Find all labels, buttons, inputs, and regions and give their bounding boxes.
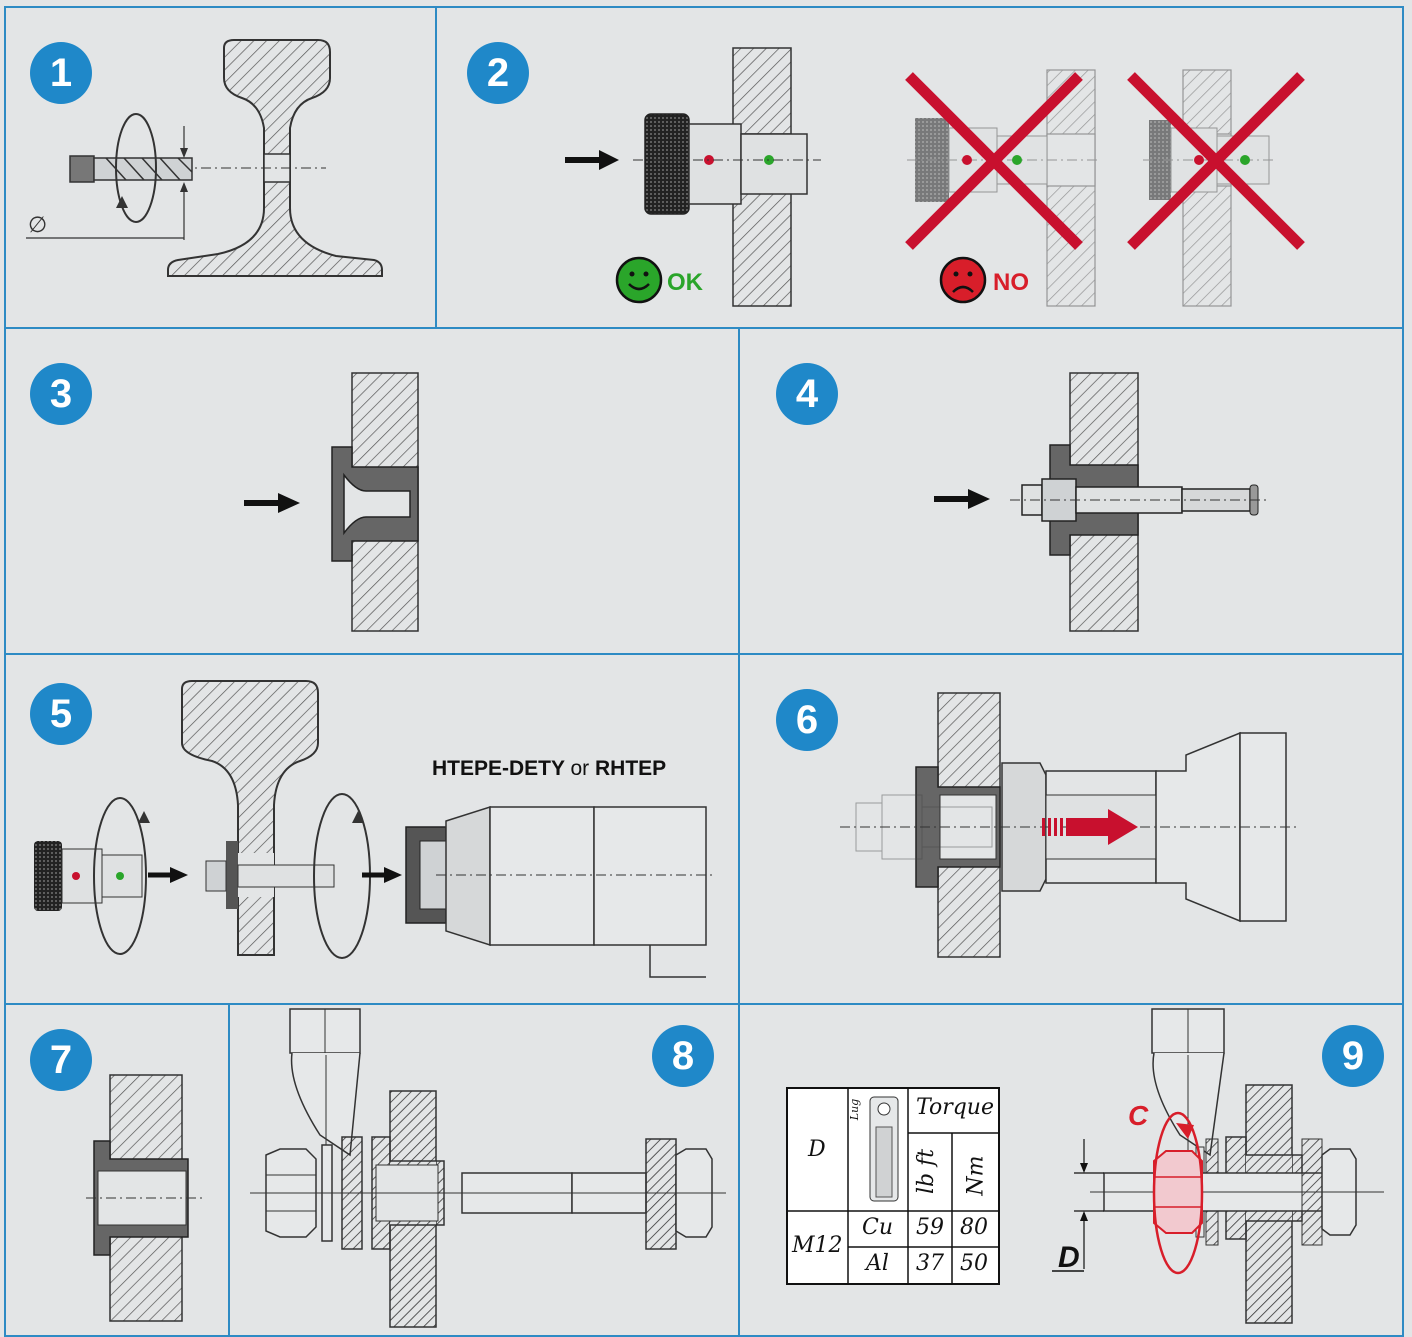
- step-badge-7: 7: [30, 1029, 92, 1091]
- rotation-arrow-icon: [93, 797, 147, 955]
- panel-step-7: 7: [4, 1003, 230, 1337]
- lug-icon: [869, 1096, 899, 1202]
- table-row-cu-nm: 80: [960, 1215, 988, 1240]
- diameter-symbol: ∅: [28, 213, 47, 238]
- tool-name-a: HTEPE-DETY: [432, 757, 565, 780]
- table-row-al-lbft: 37: [916, 1251, 944, 1276]
- arrow-right-icon: [362, 867, 402, 883]
- no-label: NO: [993, 269, 1029, 296]
- step-badge-9: 9: [1322, 1025, 1384, 1087]
- red-cross-icon: [905, 72, 1083, 250]
- red-pull-arrow: [1042, 809, 1138, 845]
- red-cross-icon: [1127, 72, 1305, 250]
- sleeve-insert-drawing: [244, 372, 419, 632]
- step-badge-4: 4: [776, 363, 838, 425]
- table-row-cu-material: Cu: [862, 1215, 894, 1240]
- tool-name-label: HTEPE-DETY or RHTEP: [432, 757, 666, 781]
- step-badge-1: 1: [30, 42, 92, 104]
- step-badge-6: 6: [776, 689, 838, 751]
- step-badge-5: 5: [30, 683, 92, 745]
- tool-or: or: [570, 757, 590, 780]
- panel-step-1: 1 ∅: [4, 6, 437, 329]
- torque-tighten-drawing: C D: [1052, 1008, 1384, 1324]
- torque-arrow-label: C: [1128, 1100, 1149, 1131]
- arrow-right-icon: [148, 867, 188, 883]
- rotation-arrow-icon: [1152, 1111, 1204, 1275]
- panel-step-4: 4: [738, 327, 1404, 655]
- table-header-d: D: [808, 1137, 826, 1162]
- frown-no-icon: [939, 256, 987, 304]
- panel-step-9: 9 D Lug Torque lb ft N: [738, 1003, 1404, 1337]
- table-row-al-nm: 50: [960, 1251, 988, 1276]
- mandrel-insert-drawing: [934, 372, 1270, 632]
- panel-step-8: 8: [228, 1003, 740, 1337]
- table-header-torque: Torque: [916, 1095, 994, 1120]
- gauge-check-drawing: OK: [565, 47, 1305, 307]
- torque-table: D Lug Torque lb ft Nm M12 Cu 59 80 Al 37…: [786, 1087, 1000, 1285]
- arrow-right-icon: [244, 493, 300, 513]
- bolt-assembly-drawing: [250, 1008, 726, 1328]
- dimension-label: D: [1058, 1241, 1080, 1274]
- drill-rail-drawing: ∅: [26, 39, 383, 277]
- panel-step-2: 2: [435, 6, 1404, 329]
- table-row-cu-lbft: 59: [916, 1215, 944, 1240]
- tool-name-b: RHTEP: [595, 757, 667, 780]
- arrow-right-icon: [934, 489, 990, 509]
- panel-step-3: 3: [4, 327, 740, 655]
- crimp-action-drawing: [840, 692, 1300, 958]
- rotation-arrow-icon: [115, 113, 157, 223]
- smiley-ok-icon: [615, 256, 663, 304]
- step-badge-2: 2: [467, 42, 529, 104]
- finished-sleeve-drawing: [86, 1074, 202, 1322]
- panel-step-5: 5 HTEPE-DETY or RHTEP: [4, 653, 740, 1005]
- arrow-right-icon: [565, 150, 619, 170]
- panel-step-6: 6: [738, 653, 1404, 1005]
- crimp-tool-drawing: [34, 680, 716, 978]
- step-badge-8: 8: [652, 1025, 714, 1087]
- ok-label: OK: [667, 269, 704, 296]
- torque-table-grid: [786, 1087, 1000, 1285]
- table-size: M12: [792, 1233, 843, 1258]
- table-row-al-material: Al: [866, 1251, 889, 1276]
- step-badge-3: 3: [30, 363, 92, 425]
